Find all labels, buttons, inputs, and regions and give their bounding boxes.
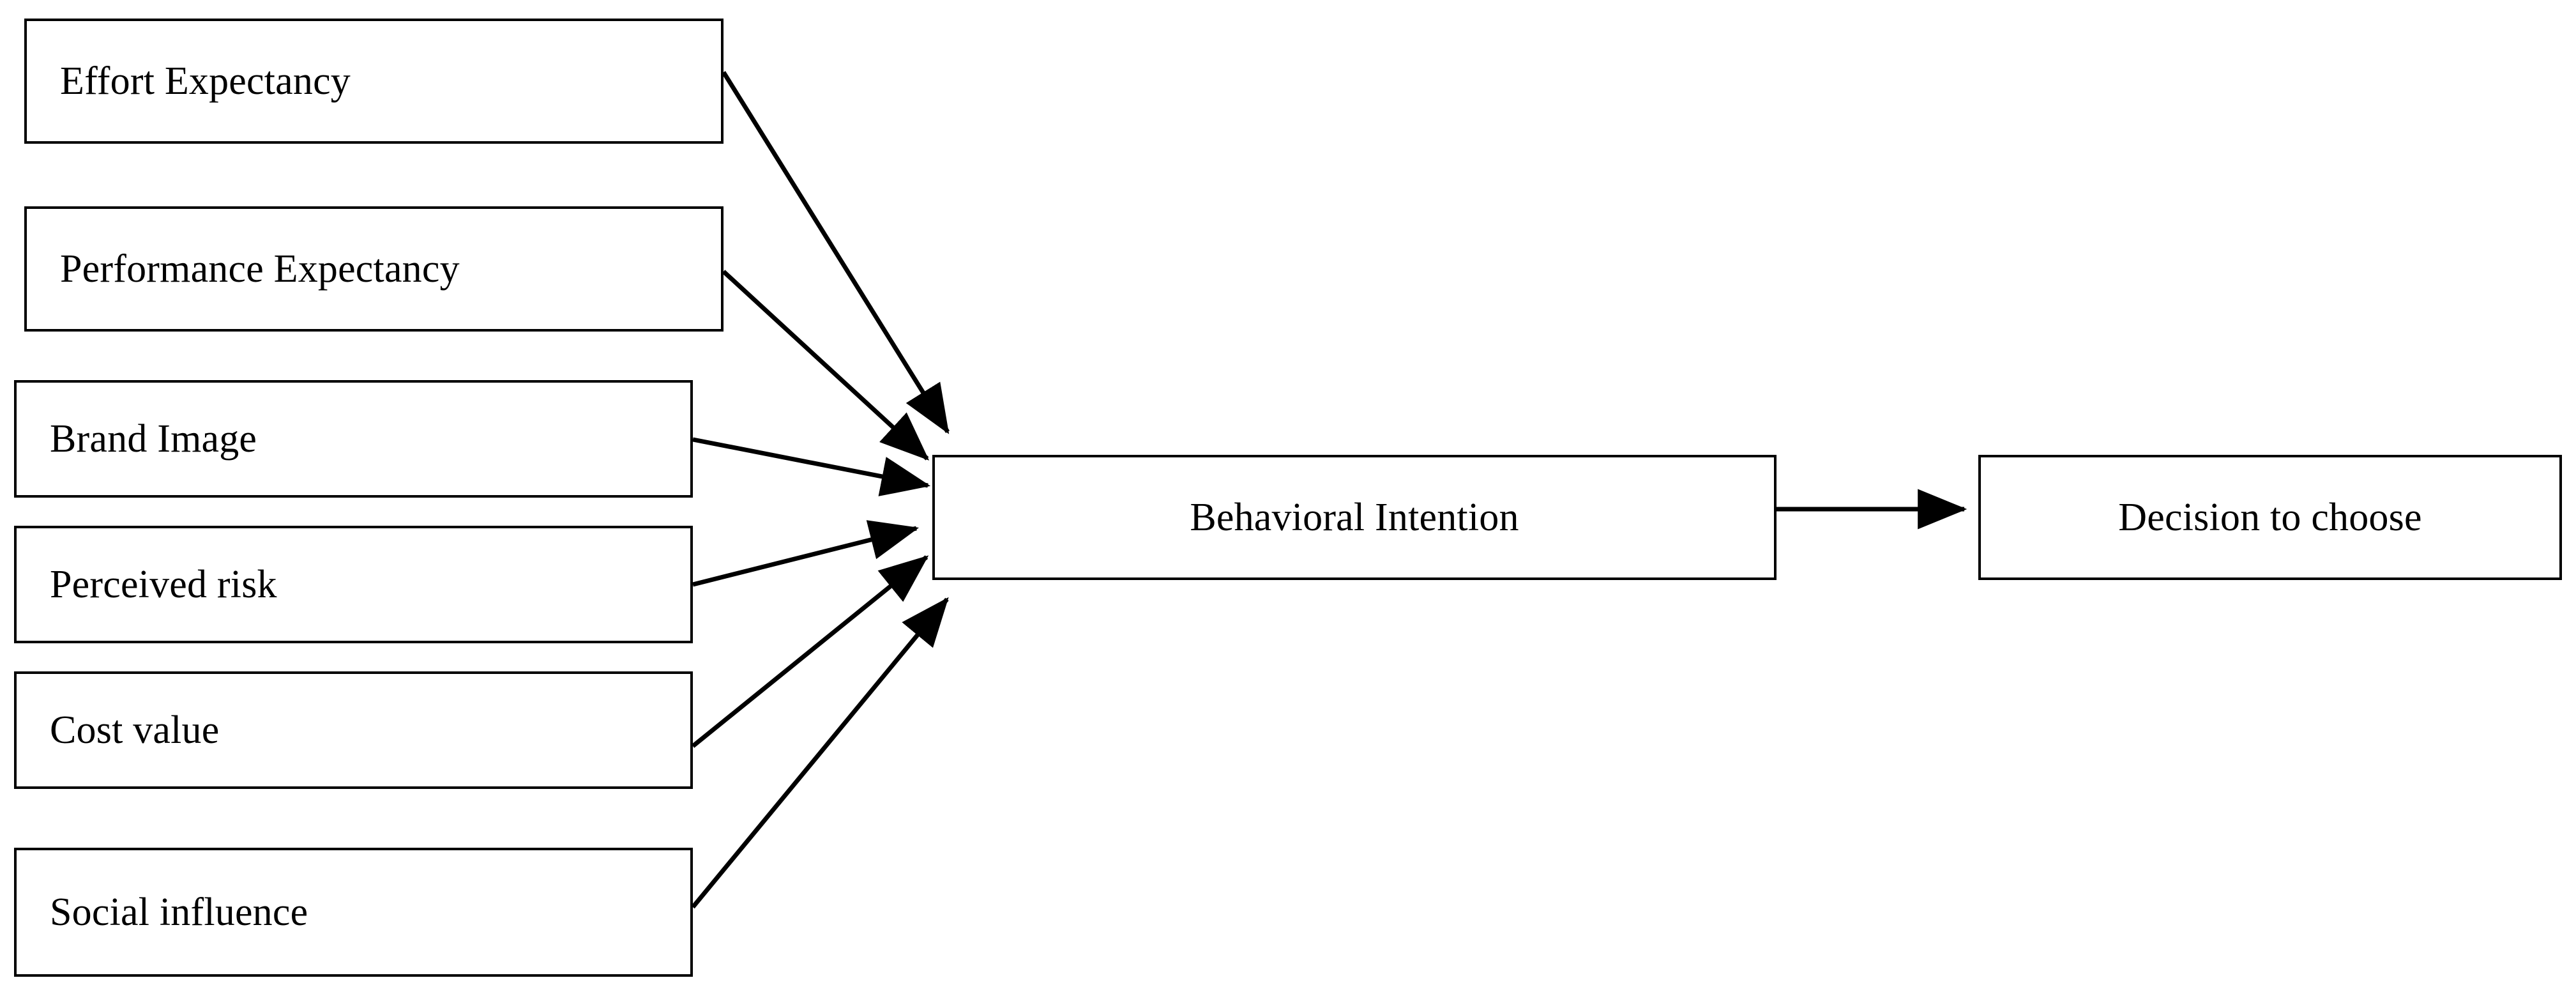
edge-perceived-risk-to-behavioral-intention (692, 520, 920, 587)
edge-brand-image-to-behavioral-intention (692, 437, 931, 496)
edge-performance-expectancy-to-behavioral-intention (722, 270, 930, 461)
node-label-effort-expectancy: Effort Expectancy (60, 59, 351, 103)
node-brand-image[interactable]: Brand Image (14, 380, 693, 498)
node-performance-expectancy[interactable]: Performance Expectancy (24, 206, 724, 332)
node-label-performance-expectancy: Performance Expectancy (60, 247, 460, 291)
edge-effort-expectancy-to-behavioral-intention (722, 71, 950, 434)
node-label-cost-value: Cost value (50, 708, 220, 752)
node-perceived-risk[interactable]: Perceived risk (14, 526, 693, 643)
node-label-perceived-risk: Perceived risk (50, 562, 277, 606)
edge-social-influence-to-behavioral-intention (691, 597, 949, 909)
node-label-decision-to-choose: Decision to choose (2118, 495, 2422, 539)
node-social-influence[interactable]: Social influence (14, 848, 693, 977)
node-decision-to-choose[interactable]: Decision to choose (1978, 455, 2562, 580)
node-label-behavioral-intention: Behavioral Intention (1190, 495, 1519, 539)
node-behavioral-intention[interactable]: Behavioral Intention (932, 455, 1777, 580)
node-label-brand-image: Brand Image (50, 417, 257, 461)
node-cost-value[interactable]: Cost value (14, 671, 693, 789)
node-effort-expectancy[interactable]: Effort Expectancy (24, 19, 724, 144)
node-label-social-influence: Social influence (50, 890, 308, 934)
edge-cost-value-to-behavioral-intention (691, 555, 929, 748)
